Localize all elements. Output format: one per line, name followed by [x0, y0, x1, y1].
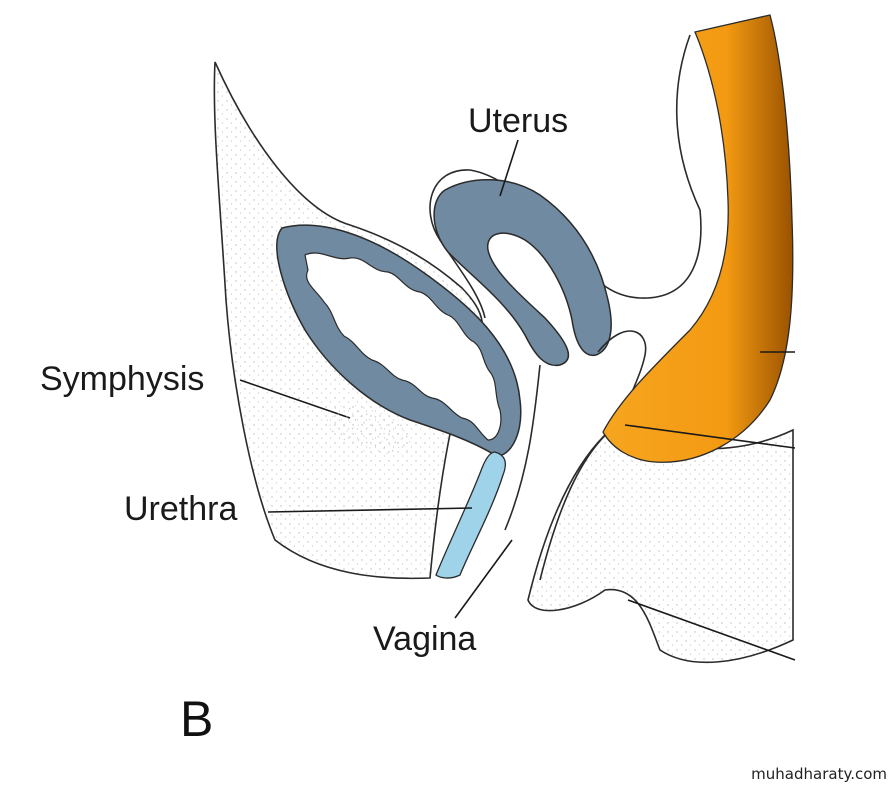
rectum-leader-middle	[624, 424, 796, 449]
bladder-lumen	[304, 252, 502, 441]
uterus	[433, 178, 612, 367]
symphysis-pubis	[326, 404, 414, 456]
vagina-label: Vagina	[373, 620, 477, 658]
uterus-label: Uterus	[468, 102, 569, 140]
rectum	[602, 14, 794, 463]
perineal-body	[527, 428, 794, 664]
panel-letter: B	[180, 691, 214, 747]
perineum-leader	[627, 599, 796, 661]
urethra	[435, 451, 506, 579]
vagina-leader	[454, 539, 513, 619]
uterus-leader	[499, 139, 519, 197]
urethra-leader	[267, 507, 473, 513]
watermark-text: muhadharaty.com	[751, 765, 887, 783]
symphysis-label: Symphysis	[40, 360, 205, 398]
urethra-label: Urethra	[124, 490, 238, 528]
